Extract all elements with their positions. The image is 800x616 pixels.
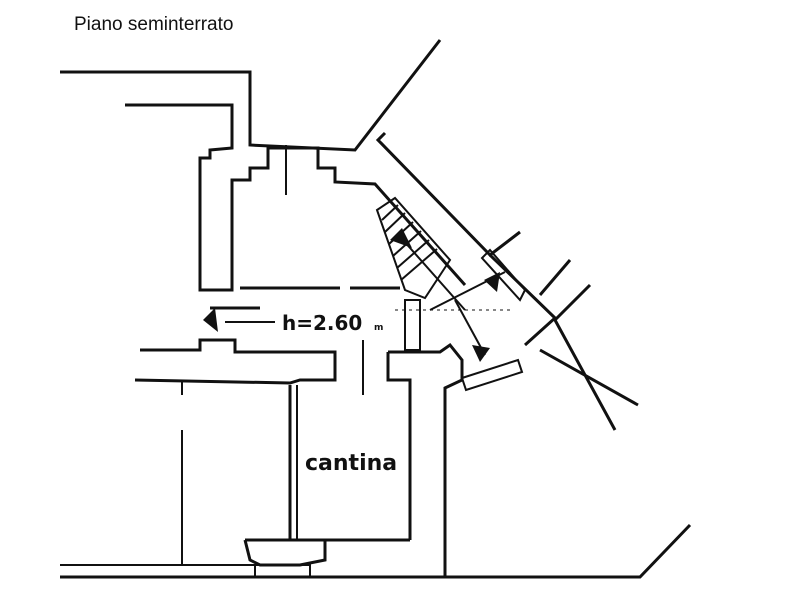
stair-arrow-icon (390, 228, 412, 248)
arrow-down-icon (472, 345, 490, 362)
staircase (375, 196, 466, 351)
entrance-doors (429, 248, 527, 392)
plan-title: Piano seminterrato (74, 14, 234, 35)
corridor-walls (134, 286, 464, 577)
ceiling-height-unit: m (374, 323, 383, 333)
room-label-cantina: cantina (305, 451, 397, 476)
outer-walls (60, 39, 692, 579)
dashed-guide (203, 145, 510, 332)
arrow-left-icon (203, 308, 218, 332)
cantina-room (243, 385, 410, 578)
ceiling-height-label: h=2.60 (282, 311, 362, 335)
arrow-up-icon (484, 272, 500, 292)
